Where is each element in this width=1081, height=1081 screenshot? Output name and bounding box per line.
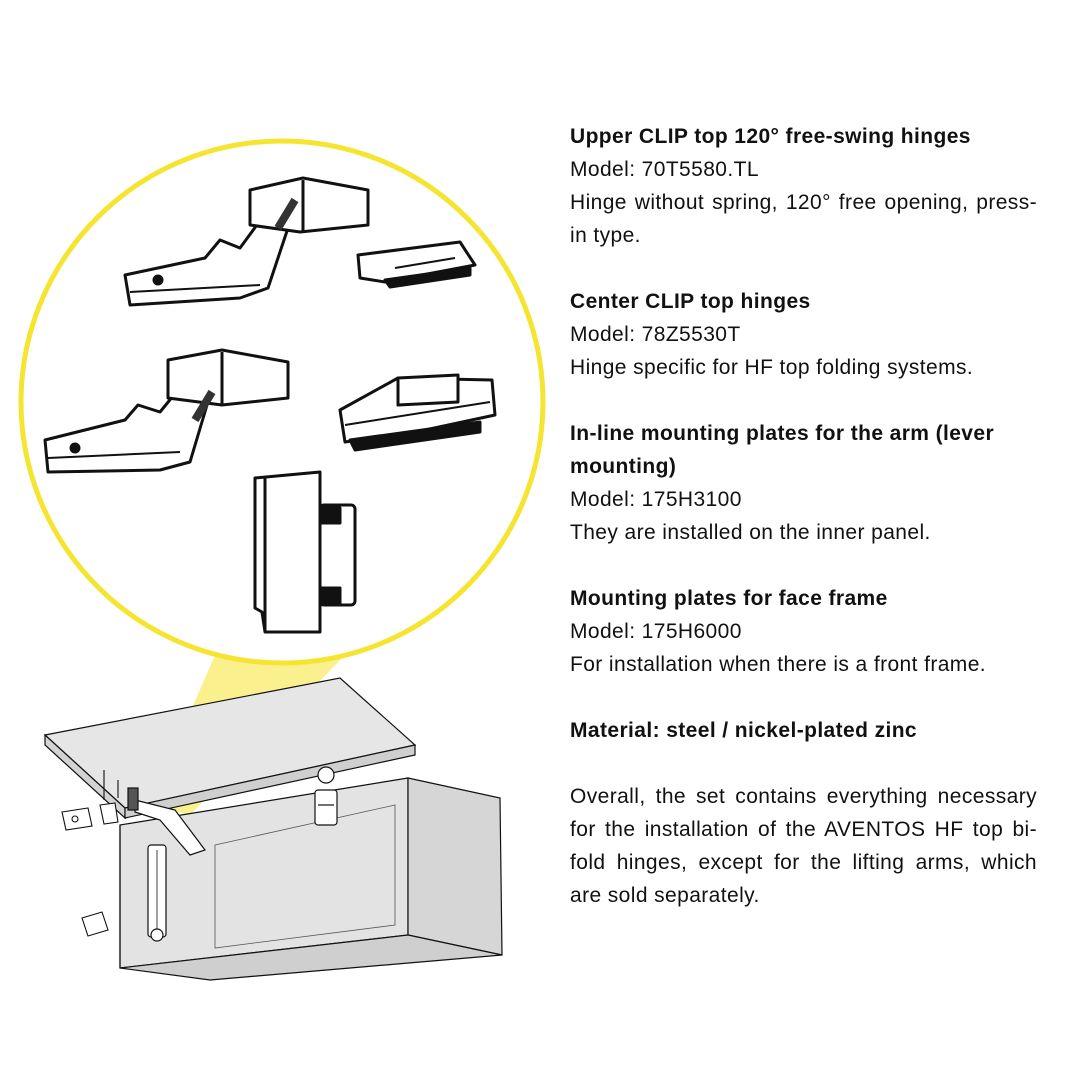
hinge-icon <box>123 176 370 307</box>
section-description: Hinge specific for HF top folding system… <box>570 356 974 379</box>
mounting-plate-icon <box>338 373 497 452</box>
loose-plates <box>61 770 119 937</box>
section-heading: Mounting plates for face frame <box>570 587 888 610</box>
mounting-plate-icon <box>253 470 357 634</box>
section-heading: Upper CLIP top 120° free-swing hinges <box>570 125 971 148</box>
product-description: Upper CLIP top 120° free-swing hinges Mo… <box>570 120 1037 945</box>
section-description: For installation when there is a front f… <box>570 653 987 676</box>
section-description: Hinge without spring, 120° free opening,… <box>570 191 1037 247</box>
cabinet-hinge-right <box>314 766 338 826</box>
hinge-icon <box>43 348 290 474</box>
section-summary: Overall, the set contains everything nec… <box>570 780 1037 912</box>
material-text: Material: steel / nickel-plated zinc <box>570 719 918 742</box>
section-inline-plates: In-line mounting plates for the arm (lev… <box>570 417 1037 549</box>
mounting-plate-icon <box>356 240 477 289</box>
section-model: Model: 70T5580.TL <box>570 158 759 181</box>
section-upper-hinges: Upper CLIP top 120° free-swing hinges Mo… <box>570 120 1037 252</box>
section-heading: Center CLIP top hinges <box>570 290 811 313</box>
section-description: They are installed on the inner panel. <box>570 521 931 544</box>
section-center-hinges: Center CLIP top hinges Model: 78Z5530T H… <box>570 285 1037 384</box>
cabinet-box <box>119 777 503 981</box>
section-face-frame-plates: Mounting plates for face frame Model: 17… <box>570 582 1037 681</box>
section-model: Model: 175H3100 <box>570 488 742 511</box>
summary-text: Overall, the set contains everything nec… <box>570 785 1037 907</box>
section-heading: In-line mounting plates for the arm (lev… <box>570 422 995 478</box>
cabinet-lid <box>43 677 417 820</box>
product-illustration <box>18 138 546 981</box>
section-material: Material: steel / nickel-plated zinc <box>570 714 1037 747</box>
lift-mechanism <box>127 787 206 942</box>
section-model: Model: 175H6000 <box>570 620 742 643</box>
section-model: Model: 78Z5530T <box>570 323 741 346</box>
